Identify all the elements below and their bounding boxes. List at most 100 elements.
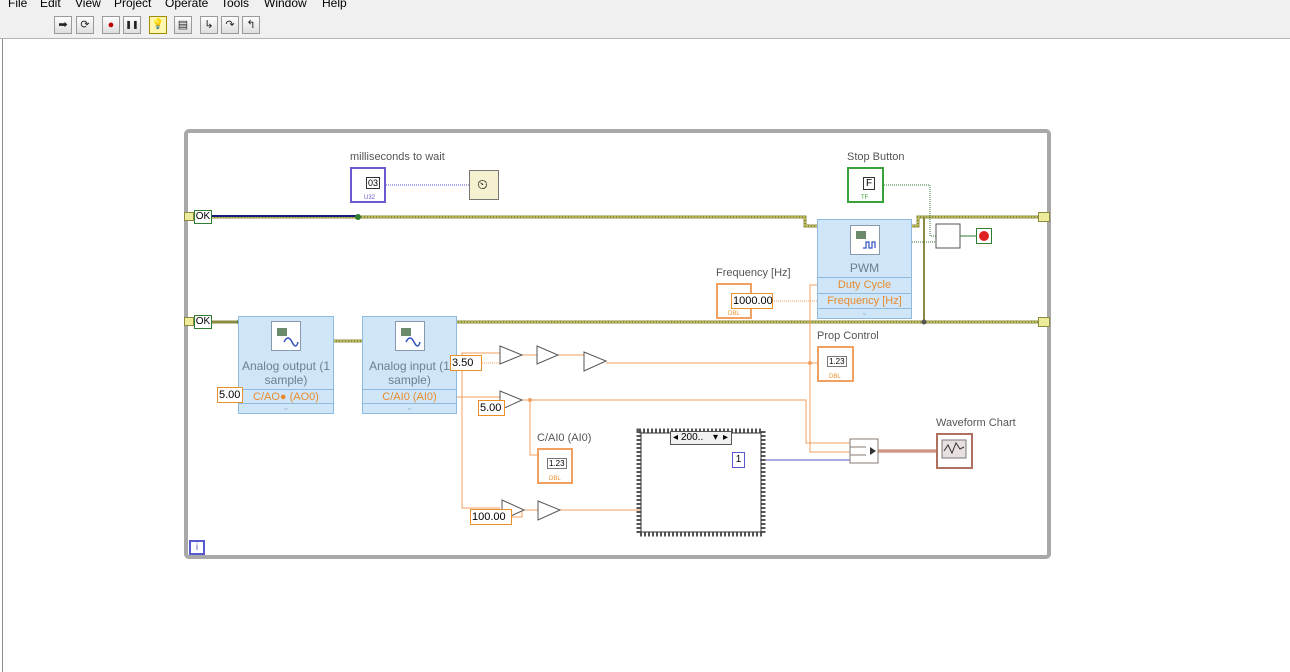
prop-control-label: Prop Control xyxy=(817,330,879,342)
analog-input-channel[interactable]: C/AI0 (AI0) xyxy=(363,389,456,404)
waveform-chart-terminal[interactable] xyxy=(936,433,973,469)
step-over-button[interactable]: ↷ xyxy=(221,16,239,34)
boolean-terminal-icon: F xyxy=(863,177,876,190)
ao-value-constant[interactable]: 5.00 xyxy=(217,387,243,403)
right-shift-register-upper[interactable] xyxy=(1038,212,1050,222)
upper-error-out-stripe xyxy=(912,216,1040,227)
prop-to-bundle-wire xyxy=(809,363,850,453)
retain-wire-values-icon: ▤ xyxy=(177,19,189,31)
ms-wait-terminal[interactable]: 03 U32 xyxy=(350,167,386,203)
menu-help[interactable]: Help xyxy=(322,0,347,10)
dbl-tag: DBL xyxy=(549,476,561,482)
analog-output-channel[interactable]: C/AO● (AO0) xyxy=(239,389,333,404)
step-out-icon: ↰ xyxy=(246,19,256,31)
run-continuously-icon: ⟳ xyxy=(80,19,90,31)
pwm-frequency-row[interactable]: Frequency [Hz] xyxy=(818,293,911,308)
dbl-tag: DBL xyxy=(728,311,740,317)
step-into-icon: ↳ xyxy=(204,19,214,31)
expand-chevron-icon[interactable]: ⌄ xyxy=(239,403,333,413)
retain-wire-values-button[interactable]: ▤ xyxy=(174,16,192,34)
step-into-button[interactable]: ↳ xyxy=(200,16,218,34)
pause-icon: ❚❚ xyxy=(125,20,139,29)
wire-junction xyxy=(355,214,361,220)
waveform-chart-label: Waveform Chart xyxy=(936,417,1016,429)
case-int-constant[interactable]: 1 xyxy=(732,452,745,468)
pause-button[interactable]: ❚❚ xyxy=(123,16,141,34)
ai-data-wire xyxy=(456,352,500,398)
wire-junction-3 xyxy=(921,319,927,325)
case-selector-value: 200.. xyxy=(681,432,704,443)
ok-constant-lower[interactable]: OK xyxy=(194,315,212,329)
upper-error-out-wire xyxy=(912,215,1040,228)
abs-primitive xyxy=(536,345,560,365)
menu-file[interactable]: File xyxy=(8,0,28,10)
ms-wait-label: milliseconds to wait xyxy=(350,151,445,163)
while-loop-border xyxy=(184,129,1051,559)
menu-bar: File Edit View Project Operate Tools Win… xyxy=(0,0,1290,12)
loop-condition-terminal[interactable] xyxy=(976,228,992,244)
upper-error-wire-stripe xyxy=(212,216,818,227)
left-shift-register-lower[interactable] xyxy=(184,317,194,326)
menu-window[interactable]: Window xyxy=(264,0,307,10)
clock-icon: ⏲ xyxy=(477,176,488,192)
divide-primitive xyxy=(499,345,524,365)
dbl-value: 1.23 xyxy=(547,458,567,469)
case-increment-icon[interactable]: ▸ xyxy=(723,432,729,443)
upper-error-wire xyxy=(212,215,818,228)
highlight-execution-icon: 💡 xyxy=(151,19,165,30)
right-shift-register-lower[interactable] xyxy=(1038,317,1050,327)
offset-constant[interactable]: 5.00 xyxy=(478,400,505,416)
expand-chevron-icon[interactable]: ⌄ xyxy=(818,308,911,318)
daq-output-icon xyxy=(271,321,301,351)
pwm-title: PWM xyxy=(849,261,880,275)
step-over-icon: ↷ xyxy=(225,19,235,31)
chevron-down-icon[interactable]: ▾ xyxy=(713,432,719,443)
prop-control-terminal[interactable]: 1.23 DBL xyxy=(817,346,854,382)
pwm-duty-cycle-row[interactable]: Duty Cycle xyxy=(818,277,911,292)
highlight-execution-button[interactable]: 💡 xyxy=(149,16,167,34)
run-button[interactable]: ➡ xyxy=(54,16,72,34)
analog-output-title: Analog output (1 sample) xyxy=(241,359,331,387)
gain-constant[interactable]: 3.50 xyxy=(450,355,482,371)
scale-constant[interactable]: 100.00 xyxy=(470,509,512,525)
analog-input-vi[interactable]: Analog input (1 sample) C/AI0 (AI0) ⌄ xyxy=(362,316,457,414)
abort-button[interactable]: ● xyxy=(102,16,120,34)
tf-tag: TF xyxy=(861,195,869,201)
loop-iteration-terminal[interactable]: i xyxy=(189,540,205,555)
menu-tools[interactable]: Tools xyxy=(221,0,250,10)
stop-button-terminal[interactable]: F TF xyxy=(847,167,884,203)
ok-constant-upper[interactable]: OK xyxy=(194,210,212,224)
case-selector[interactable]: ◂ 200.. ▾ ▸ xyxy=(670,431,732,445)
wait-ms-function[interactable]: ⏲ xyxy=(469,170,499,200)
block-diagram-pane[interactable] xyxy=(2,39,1290,672)
case-structure-border xyxy=(636,428,766,537)
pwm-icon xyxy=(850,225,880,255)
stop-wire xyxy=(884,184,936,237)
or-primitive xyxy=(935,223,961,249)
wire-junction-5 xyxy=(528,398,532,402)
menu-project[interactable]: Project xyxy=(114,0,152,10)
ai-data-wire-3 xyxy=(461,397,500,509)
run-continuously-button[interactable]: ⟳ xyxy=(76,16,94,34)
mult-wire xyxy=(512,509,538,518)
left-shift-register-upper[interactable] xyxy=(184,212,194,221)
chart-icon xyxy=(941,439,967,459)
stop-button-label: Stop Button xyxy=(847,151,905,163)
menu-view[interactable]: View xyxy=(75,0,101,10)
case-decrement-icon[interactable]: ◂ xyxy=(673,432,679,443)
cai0-terminal[interactable]: 1.23 DBL xyxy=(537,448,573,484)
stop-sign-icon xyxy=(979,231,989,241)
frequency-value[interactable]: 1000.00 xyxy=(731,293,773,309)
dbl-tag: DBL xyxy=(829,374,841,380)
analog-input-title: Analog input (1 sample) xyxy=(369,359,450,387)
round-primitive xyxy=(537,500,562,521)
pwm-vi[interactable]: PWM Duty Cycle Frequency [Hz] ⌄ xyxy=(817,219,912,319)
sub-to-bundle-wire xyxy=(530,399,850,444)
analog-output-vi[interactable]: Analog output (1 sample) C/AO● (AO0) ⌄ xyxy=(238,316,334,414)
menu-operate[interactable]: Operate xyxy=(165,0,209,10)
menu-edit[interactable]: Edit xyxy=(40,0,61,10)
expand-chevron-icon[interactable]: ⌄ xyxy=(363,403,456,413)
step-out-button[interactable]: ↰ xyxy=(242,16,260,34)
increment-primitive xyxy=(583,351,608,372)
